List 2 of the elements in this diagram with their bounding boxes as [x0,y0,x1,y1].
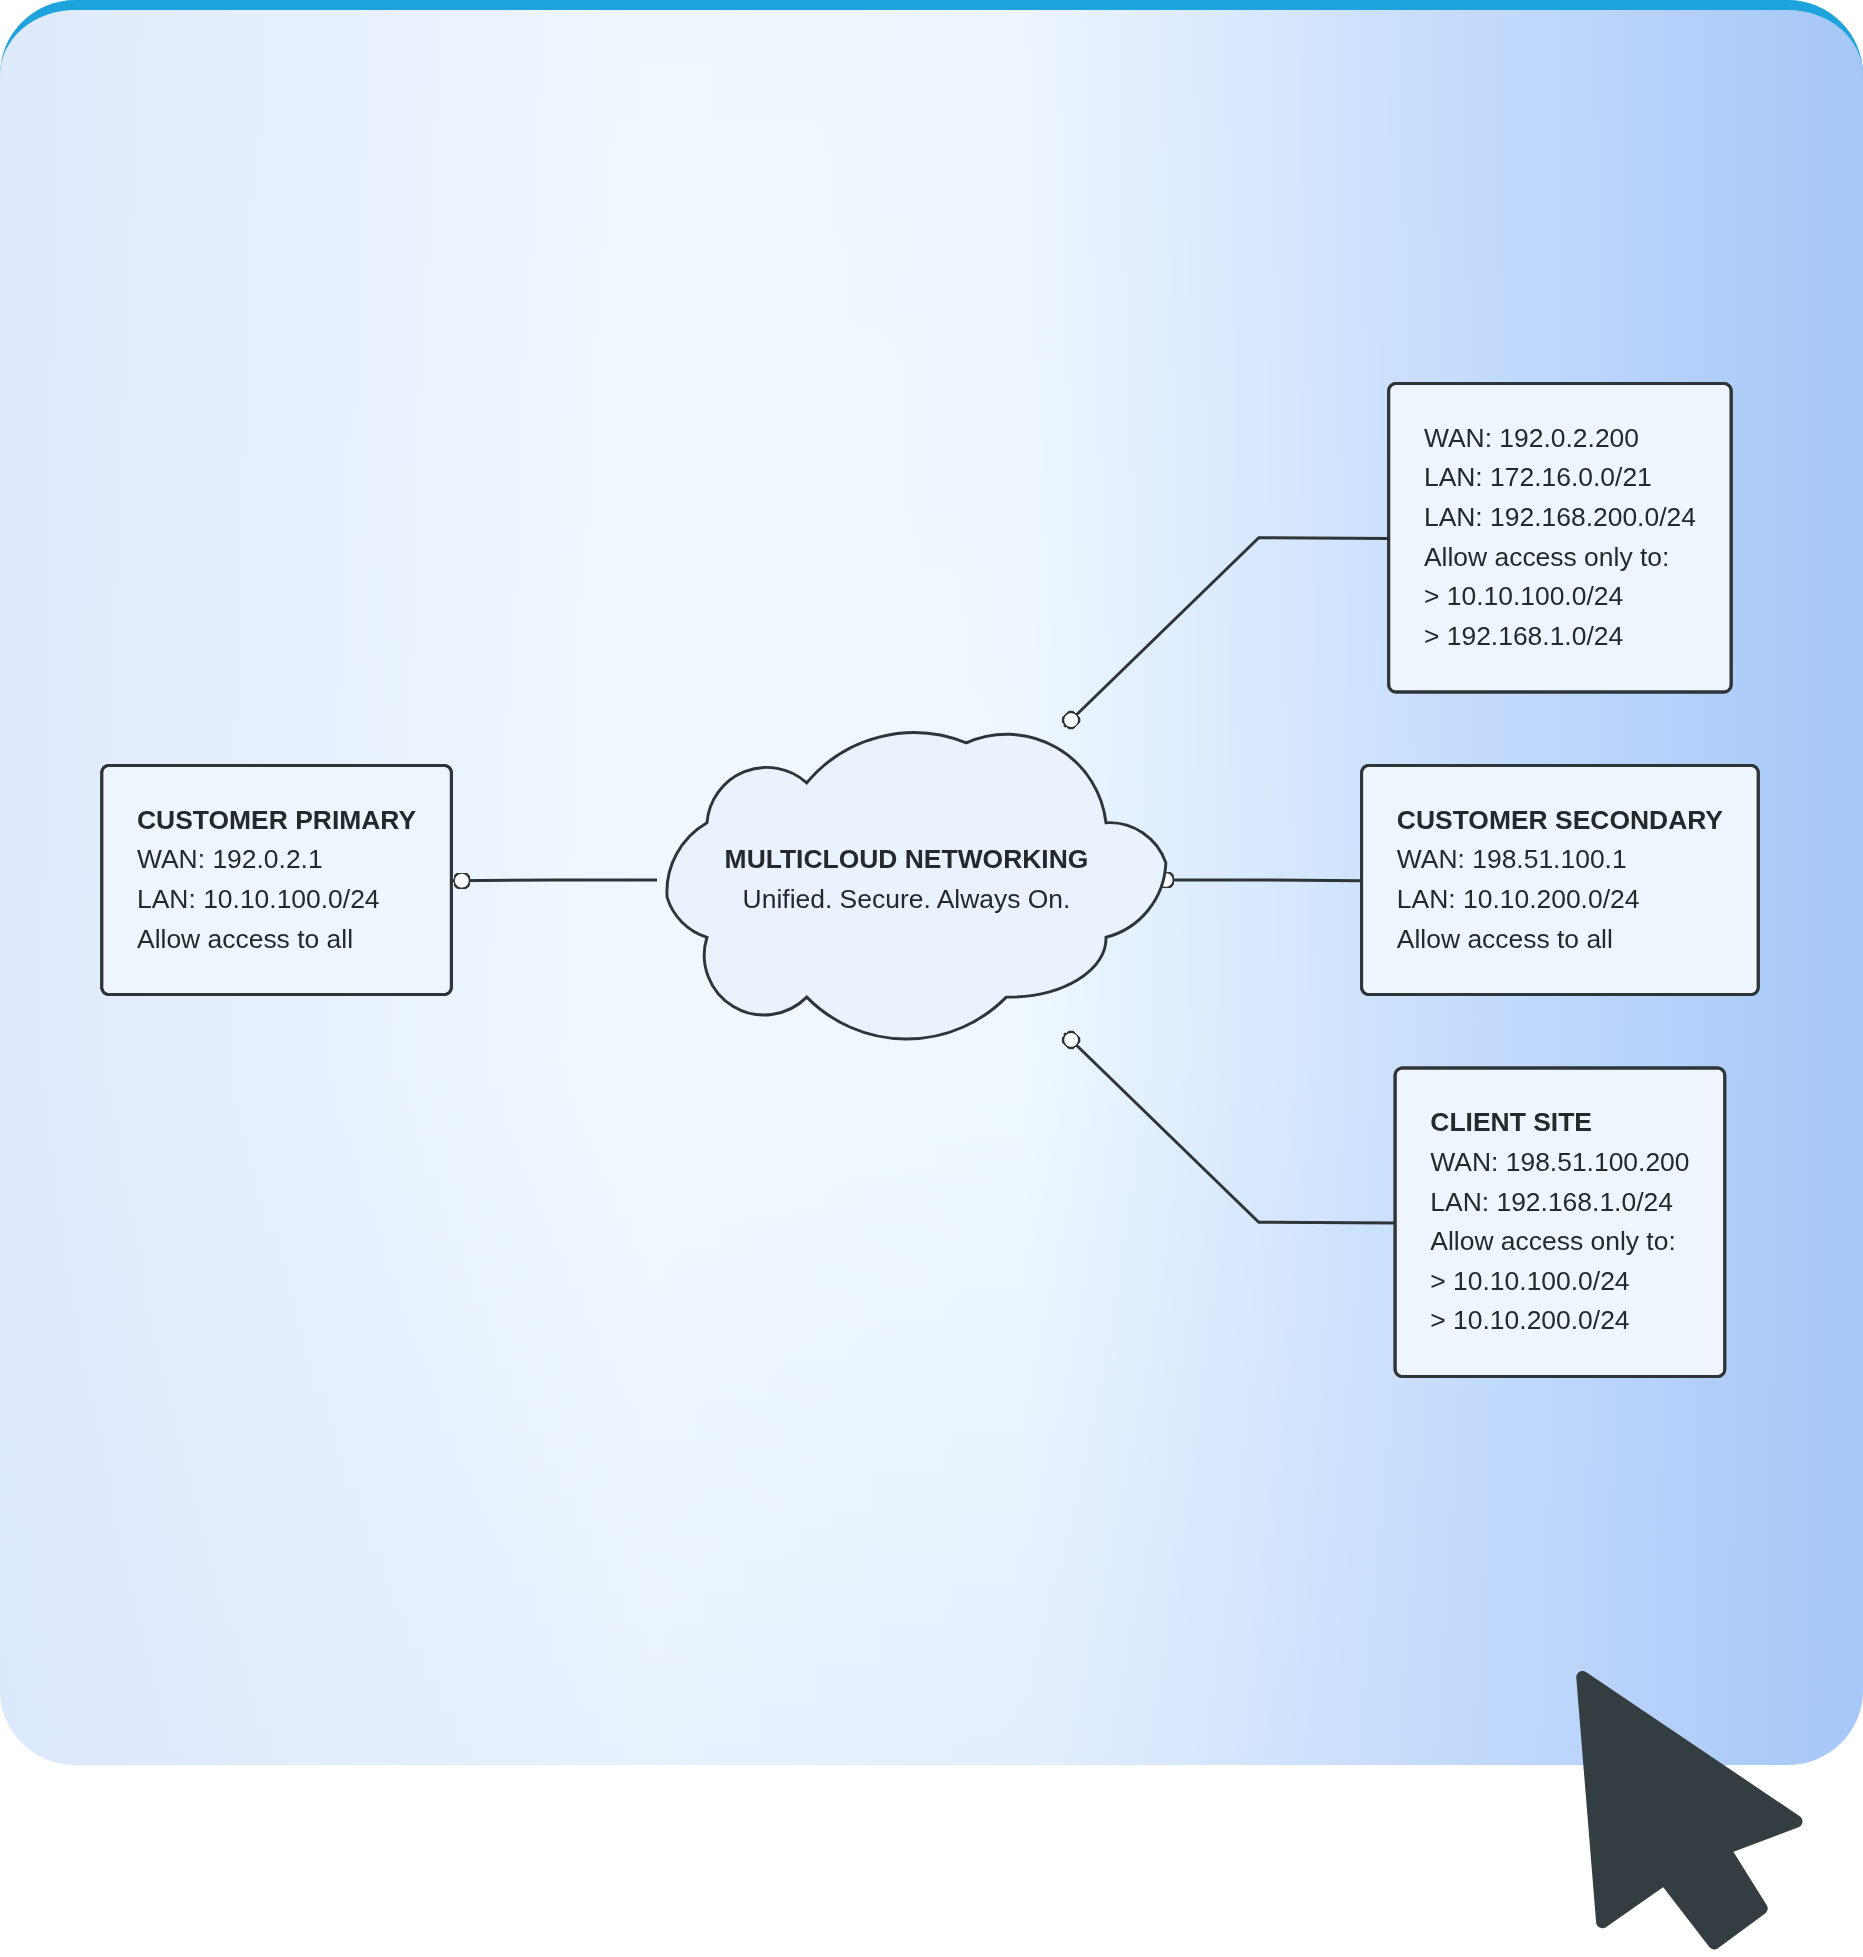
connector [452,871,657,890]
connector [1061,1030,1396,1225]
